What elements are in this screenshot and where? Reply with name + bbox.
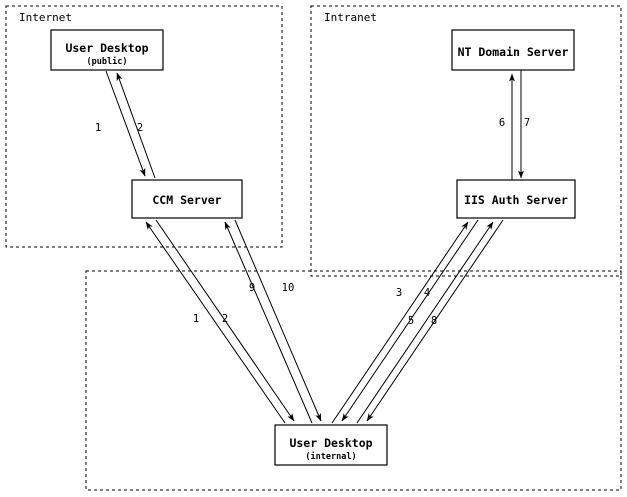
nodes-layer: User Desktop (public) CCM Server NT Doma… [50, 29, 576, 466]
node-box-nt-domain-server[interactable] [451, 29, 575, 71]
node-user-desktop-internal[interactable]: User Desktop (internal) [274, 424, 388, 466]
node-ccm-server[interactable]: CCM Server [131, 179, 243, 219]
flow-line-4 [341, 219, 479, 422]
flow-line-2-public [116, 72, 156, 179]
step-label-8: 8 [431, 315, 437, 327]
flow-line-8 [366, 219, 504, 422]
node-title-user-desktop-internal: User Desktop [289, 436, 372, 450]
step-label-7: 7 [524, 117, 530, 129]
step-label-2-internal: 2 [222, 313, 228, 325]
flow-line-10 [234, 219, 322, 422]
flow-line-5 [356, 221, 494, 424]
step-label-9: 9 [249, 282, 255, 294]
flow-line-3 [331, 221, 469, 424]
node-box-user-desktop-public[interactable] [50, 29, 164, 71]
node-box-ccm-server[interactable] [131, 179, 243, 219]
step-label-6: 6 [499, 117, 505, 129]
node-user-desktop-public[interactable]: User Desktop (public) [50, 29, 164, 71]
node-subtitle-user-desktop-internal: (internal) [305, 451, 356, 462]
step-labels-layer: 1 2 1 2 3 4 5 8 6 7 9 10 [95, 117, 530, 327]
step-label-10: 10 [282, 282, 295, 294]
flow-line-1-internal [145, 221, 286, 424]
step-label-5: 5 [408, 315, 414, 327]
flows-layer [105, 70, 524, 424]
step-label-3: 3 [396, 287, 402, 299]
node-title-iis-auth-server: IIS Auth Server [464, 193, 568, 207]
flow-line-1-public [105, 70, 146, 177]
node-nt-domain-server[interactable]: NT Domain Server [451, 29, 575, 71]
zone-label-intranet: Intranet [324, 11, 377, 24]
node-iis-auth-server[interactable]: IIS Auth Server [456, 179, 576, 219]
step-label-1-internal: 1 [193, 313, 199, 325]
node-title-user-desktop-public: User Desktop [65, 41, 148, 55]
zone-internet-boundary [5, 5, 283, 248]
node-subtitle-user-desktop-public: (public) [87, 56, 128, 67]
node-title-ccm-server: CCM Server [152, 193, 221, 207]
step-label-2-public: 2 [137, 122, 143, 134]
node-box-user-desktop-internal[interactable] [274, 424, 388, 466]
zone-intranet-boundary [310, 5, 622, 277]
flow-line-9 [224, 221, 313, 424]
flow-line-2-internal [155, 219, 295, 422]
zones-layer: Internet Intranet [5, 5, 622, 491]
node-title-nt-domain-server: NT Domain Server [458, 45, 569, 59]
step-label-4: 4 [424, 287, 430, 299]
zone-internal-boundary [85, 270, 622, 491]
node-box-iis-auth-server[interactable] [456, 179, 576, 219]
step-label-1-public: 1 [95, 122, 101, 134]
zone-label-internet: Internet [19, 11, 72, 24]
